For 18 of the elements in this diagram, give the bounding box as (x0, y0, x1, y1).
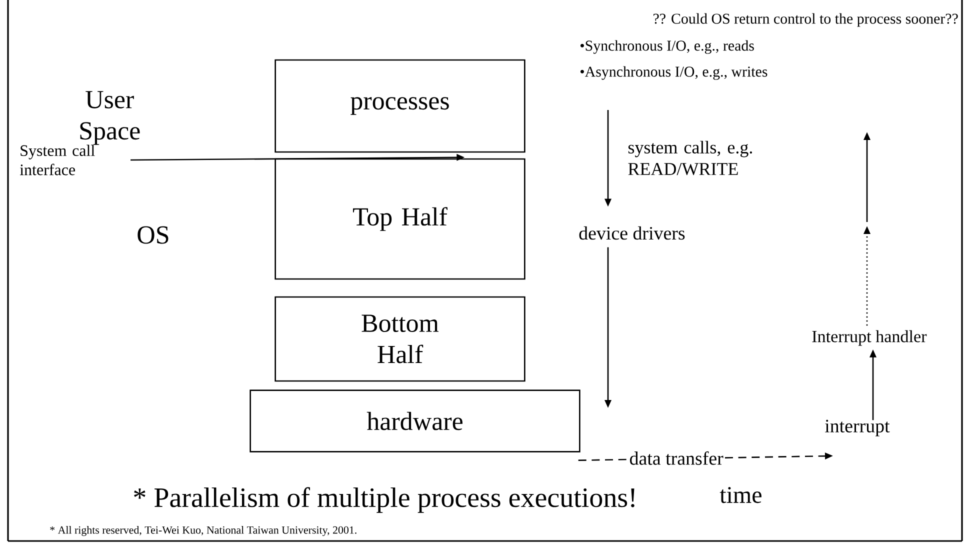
layer-box: processes (274, 59, 526, 153)
layer-box: hardware (250, 390, 580, 452)
text-label: •Synchronous I/O, e.g., reads (580, 40, 754, 54)
text-label: Interrupt handler (812, 330, 927, 346)
edge-label: data transfer (628, 450, 725, 466)
layer-box: Top Half (274, 158, 526, 280)
text-label: •Asynchronous I/O, e.g., writes (580, 66, 768, 80)
text-label: ?? Could OS return control to the process sooner?? (654, 13, 958, 27)
text-label: User Space (80, 91, 140, 145)
text-label: System call interface (20, 144, 95, 176)
caption: * Parallelism of multiple process executions! (134, 487, 634, 513)
text-label: * All rights reserved, Tei-Wei Kuo, National Taiwan University, 2001. (50, 526, 356, 536)
text-label: OS (138, 226, 168, 244)
text-label: time (720, 486, 762, 504)
edge-label: system calls, e.g. READ/WRITE (628, 140, 752, 176)
text-label: device drivers (579, 226, 685, 240)
layer-box: Bottom Half (274, 296, 526, 382)
text-label: interrupt (825, 420, 890, 436)
